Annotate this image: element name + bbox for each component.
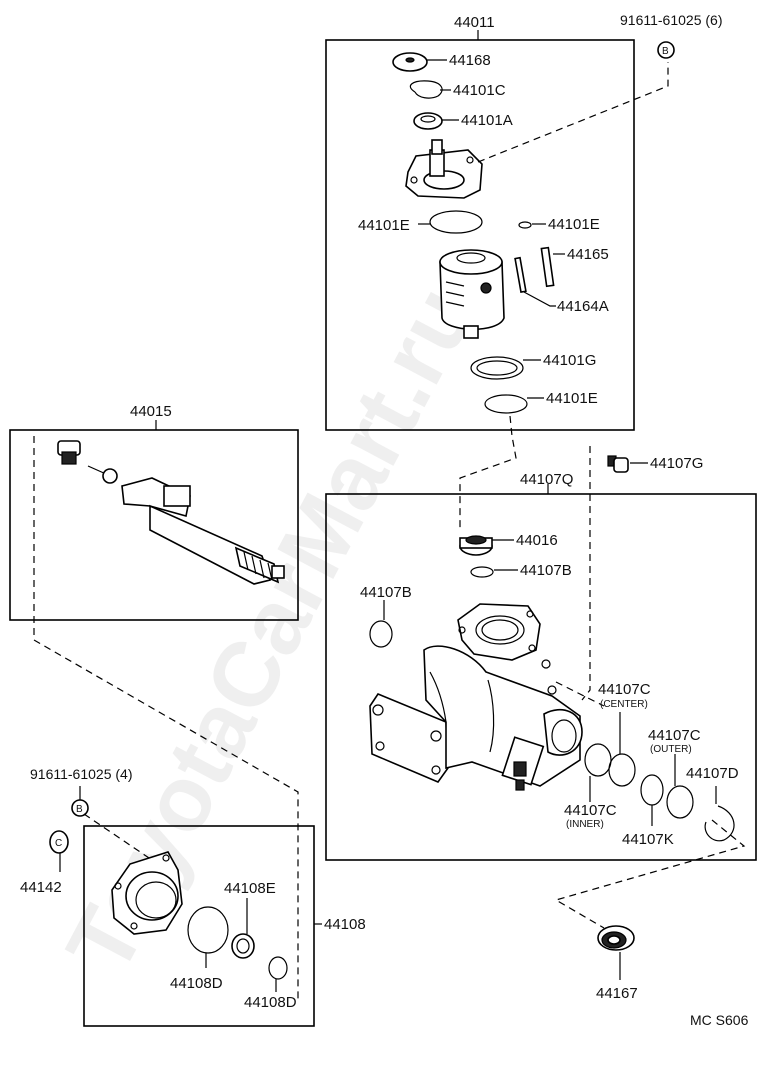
part-44168-washer[interactable]: [392, 52, 428, 72]
label-44107B-left[interactable]: 44107B: [360, 584, 412, 601]
part-44142-nut[interactable]: C: [49, 830, 69, 854]
part-44101G-seal-ring[interactable]: [470, 356, 524, 380]
part-44107B-o-ring-left[interactable]: [369, 620, 393, 648]
label-44101A[interactable]: 44101A: [461, 112, 513, 129]
part-44165-key[interactable]: [540, 246, 555, 288]
part-44108D-small-ring[interactable]: [268, 956, 288, 980]
label-44101E-low[interactable]: 44101E: [546, 390, 598, 407]
label-44167[interactable]: 44167: [596, 985, 638, 1002]
svg-text:C: C: [55, 838, 62, 849]
box-44107Q: [325, 493, 757, 861]
part-44164A-pin[interactable]: [514, 256, 527, 294]
label-44011[interactable]: 44011: [454, 14, 495, 31]
part-control-valve-body[interactable]: [439, 249, 505, 339]
part-gear-housing[interactable]: [369, 603, 583, 791]
part-44107G-bleeder-plug[interactable]: [607, 455, 629, 473]
box-44015: [9, 429, 299, 621]
part-44101A-oil-seal[interactable]: [413, 112, 443, 130]
box-44108: [83, 825, 315, 1027]
part-44107C-outer-ring[interactable]: [666, 785, 694, 819]
reference-code: MC S606: [690, 1012, 749, 1028]
svg-text:B: B: [662, 46, 669, 57]
bolt-marker-top[interactable]: B: [657, 41, 675, 59]
note-outer: (OUTER): [650, 744, 692, 755]
label-44108D-left[interactable]: 44108D: [170, 975, 223, 992]
label-44101G[interactable]: 44101G: [543, 352, 596, 369]
part-44107K-ring[interactable]: [640, 774, 664, 806]
part-end-cover[interactable]: [111, 851, 183, 935]
label-44101C[interactable]: 44101C: [453, 82, 506, 99]
svg-text:B: B: [76, 804, 83, 815]
part-44108D-large-ring[interactable]: [187, 906, 229, 954]
label-44107K[interactable]: 44107K: [622, 831, 674, 848]
label-44107C-outer[interactable]: 44107C: [648, 727, 701, 744]
part-44107D-snap-ring[interactable]: [704, 805, 735, 842]
note-center: (CENTER): [600, 699, 648, 710]
label-44168[interactable]: 44168: [449, 52, 491, 69]
part-44107C-inner-ring[interactable]: [584, 743, 612, 777]
part-44101C-snap-ring[interactable]: [409, 80, 443, 99]
label-44015[interactable]: 44015: [130, 403, 172, 420]
label-44101E-left[interactable]: 44101E: [358, 217, 410, 234]
bolt-marker-left[interactable]: B: [71, 799, 89, 817]
label-44107C-inner[interactable]: 44107C: [564, 802, 617, 819]
part-adjusting-screw[interactable]: [87, 465, 118, 484]
part-44108E-seal[interactable]: [231, 933, 255, 959]
label-91611-61025-4[interactable]: 91611-61025 (4): [30, 766, 132, 782]
part-valve-housing[interactable]: [405, 139, 483, 199]
label-44016[interactable]: 44016: [516, 532, 558, 549]
part-44101E-small-ring[interactable]: [518, 221, 532, 229]
label-91611-61025-6[interactable]: 91611-61025 (6): [620, 12, 722, 28]
label-44107Q[interactable]: 44107Q: [520, 471, 573, 488]
label-44107B-right[interactable]: 44107B: [520, 562, 572, 579]
part-44101E-low-ring[interactable]: [484, 394, 528, 414]
label-44107G[interactable]: 44107G: [650, 455, 703, 472]
label-44108D-right[interactable]: 44108D: [244, 994, 297, 1011]
part-44167-oil-seal[interactable]: [597, 925, 635, 951]
label-44108E[interactable]: 44108E: [224, 880, 276, 897]
label-44107C-center[interactable]: 44107C: [598, 681, 651, 698]
label-44101E-small[interactable]: 44101E: [548, 216, 600, 233]
part-44101E-o-ring[interactable]: [429, 210, 483, 234]
label-44142[interactable]: 44142: [20, 879, 62, 896]
label-44108[interactable]: 44108: [324, 916, 366, 933]
note-inner: (INNER): [566, 819, 604, 830]
box-44011: [325, 39, 635, 431]
part-sector-shaft[interactable]: [121, 477, 285, 585]
part-44016-bearing[interactable]: [459, 535, 493, 556]
part-44107C-center-ring[interactable]: [608, 753, 636, 787]
label-44165[interactable]: 44165: [567, 246, 609, 263]
part-44107B-o-ring-right[interactable]: [470, 566, 494, 578]
label-44164A[interactable]: 44164A: [557, 298, 609, 315]
part-adjusting-plug[interactable]: [57, 440, 81, 465]
label-44107D[interactable]: 44107D: [686, 765, 739, 782]
